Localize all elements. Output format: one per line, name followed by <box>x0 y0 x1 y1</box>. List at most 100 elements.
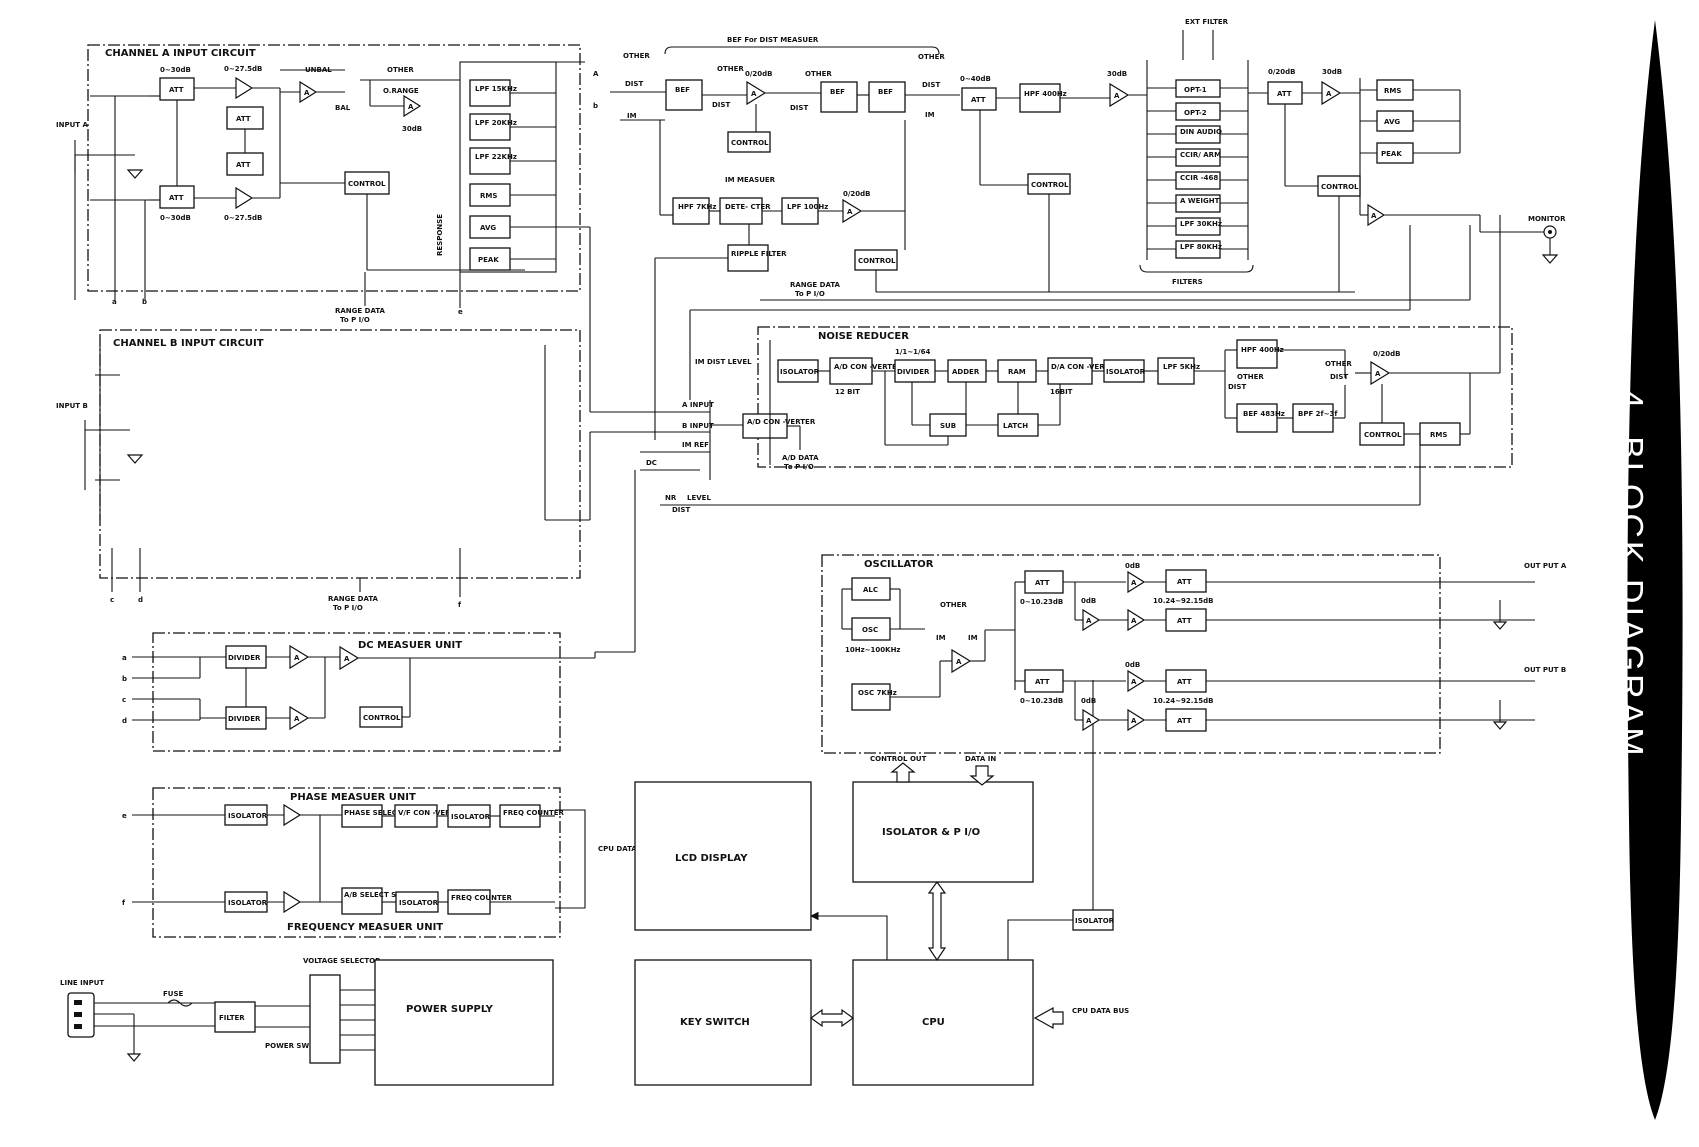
svg-text:0dB: 0dB <box>1125 562 1140 570</box>
svg-text:OUT PUT B: OUT PUT B <box>1524 666 1566 674</box>
svg-text:LPF 100Hz: LPF 100Hz <box>787 203 828 211</box>
svg-text:DIST: DIST <box>1228 383 1246 391</box>
svg-text:HPF 400Hz: HPF 400Hz <box>1024 90 1067 98</box>
amp-triangle <box>746 80 767 106</box>
svg-text:FREQ COUNTER: FREQ COUNTER <box>503 809 565 817</box>
svg-text:BEF: BEF <box>830 88 845 96</box>
svg-text:IM: IM <box>627 112 637 120</box>
svg-text:ATT: ATT <box>1177 678 1192 686</box>
svg-text:O.RANGE: O.RANGE <box>383 87 419 95</box>
att-block <box>1165 569 1207 593</box>
svg-text:DIST: DIST <box>922 81 940 89</box>
ad-converter-block <box>829 357 873 385</box>
svg-text:KEY SWITCH: KEY SWITCH <box>680 1017 750 1028</box>
svg-text:OSC: OSC <box>862 626 878 634</box>
im-measuer-title: IM MEASUER <box>725 176 776 184</box>
svg-text:BEF 483Hz: BEF 483Hz <box>1243 410 1285 418</box>
bef-dist-bracket <box>664 46 940 55</box>
svg-text:ISOLATOR: ISOLATOR <box>228 812 268 820</box>
svg-text:30dB: 30dB <box>402 125 422 133</box>
svg-text:OTHER: OTHER <box>805 70 832 78</box>
amp-triangle <box>1127 570 1146 594</box>
svg-text:0/20dB: 0/20dB <box>843 190 871 198</box>
svg-text:RIPPLE FILTER: RIPPLE FILTER <box>731 250 787 258</box>
svg-text:ATT: ATT <box>1035 579 1050 587</box>
svg-text:ATT: ATT <box>971 96 986 104</box>
svg-text:1/1~1/64: 1/1~1/64 <box>895 348 930 356</box>
svg-text:DIST: DIST <box>790 104 808 112</box>
svg-text:0~27.5dB: 0~27.5dB <box>224 214 262 222</box>
channel-b-title: CHANNEL B INPUT CIRCUIT <box>113 338 264 349</box>
svg-text:LEVEL: LEVEL <box>687 494 711 502</box>
svg-text:ATT: ATT <box>1177 617 1192 625</box>
svg-text:DIN AUDIO: DIN AUDIO <box>1180 128 1222 136</box>
svg-text:e: e <box>458 308 463 316</box>
svg-text:AVG: AVG <box>1384 118 1400 126</box>
svg-text:V/F CON -VERTER: V/F CON -VERTER <box>398 809 466 817</box>
svg-text:LATCH: LATCH <box>1003 422 1028 430</box>
channel-a-frame <box>87 44 581 292</box>
bef-483-block <box>1236 403 1278 433</box>
svg-text:IM: IM <box>936 634 946 642</box>
svg-text:LPF 22KHz: LPF 22KHz <box>475 153 517 161</box>
svg-text:IM DIST LEVEL: IM DIST LEVEL <box>695 358 752 366</box>
svg-text:POWER SUPPLY: POWER SUPPLY <box>406 1004 494 1015</box>
lpf-15k-block <box>469 79 511 107</box>
svg-text:ATT: ATT <box>236 115 251 123</box>
pio-block <box>852 781 1034 883</box>
svg-text:A: A <box>1131 678 1137 686</box>
cpu-bus-bracket <box>555 809 586 909</box>
input-a-label: INPUT A <box>56 121 88 129</box>
svg-text:0dB: 0dB <box>1081 697 1096 705</box>
svg-text:ISOLATOR: ISOLATOR <box>451 813 491 821</box>
svg-text:A: A <box>1131 717 1137 725</box>
svg-text:VOLTAGE SELECTOR: VOLTAGE SELECTOR <box>303 957 381 965</box>
svg-text:DIVIDER: DIVIDER <box>897 368 930 376</box>
svg-text:b: b <box>593 102 598 110</box>
svg-text:OTHER: OTHER <box>918 53 945 61</box>
ground-icon <box>1492 721 1508 730</box>
svg-text:A/B SELECT SWITCH: A/B SELECT SWITCH <box>344 891 422 899</box>
svg-text:0~40dB: 0~40dB <box>960 75 991 83</box>
side-tab-shape <box>1627 20 1683 1120</box>
svg-text:DIST: DIST <box>1330 373 1348 381</box>
svg-text:ISOLATOR: ISOLATOR <box>1075 917 1115 925</box>
att-block <box>961 87 997 111</box>
svg-text:SUB: SUB <box>940 422 956 430</box>
svg-text:ATT: ATT <box>1277 90 1292 98</box>
svg-text:0/20dB: 0/20dB <box>745 70 773 78</box>
svg-text:A: A <box>408 103 414 111</box>
svg-text:ATT: ATT <box>1177 578 1192 586</box>
svg-text:0~27.5dB: 0~27.5dB <box>224 65 262 73</box>
svg-text:CPU: CPU <box>922 1017 945 1028</box>
svg-text:A: A <box>1086 717 1092 725</box>
svg-text:DIVIDER: DIVIDER <box>228 654 261 662</box>
bef-block <box>665 79 703 111</box>
svg-text:0/20dB: 0/20dB <box>1373 350 1401 358</box>
svg-text:a: a <box>112 298 117 306</box>
svg-text:DETE- CTER: DETE- CTER <box>725 203 771 211</box>
svg-text:ALC: ALC <box>863 586 878 594</box>
dc-unit-title: DC MEASUER UNIT <box>358 640 462 651</box>
svg-text:A: A <box>956 658 962 666</box>
svg-text:e: e <box>122 812 127 820</box>
svg-text:LPF 15KHz: LPF 15KHz <box>475 85 517 93</box>
svg-text:CCIR -468: CCIR -468 <box>1180 174 1218 182</box>
page-section-title: 4. BLOCK DIAGRAM <box>1611 389 1650 759</box>
svg-text:To P I/O: To P I/O <box>784 463 814 471</box>
ground-icon <box>126 169 144 179</box>
svg-text:LPF 80KHz: LPF 80KHz <box>1180 243 1222 251</box>
cpu-block <box>852 959 1034 1086</box>
bus-arrow-icon <box>809 1008 855 1028</box>
channel-b-frame <box>99 329 581 579</box>
phase-unit-title: PHASE MEASUER UNIT <box>290 792 416 803</box>
oscillator-title: OSCILLATOR <box>864 559 934 570</box>
svg-text:f: f <box>122 899 126 907</box>
svg-text:CONTROL: CONTROL <box>348 180 386 188</box>
svg-text:10Hz~100KHz: 10Hz~100KHz <box>845 646 901 654</box>
comparator-icon <box>283 803 302 827</box>
svg-text:d: d <box>138 596 143 604</box>
svg-text:PEAK: PEAK <box>1381 150 1402 158</box>
svg-text:A: A <box>751 90 757 98</box>
svg-text:c: c <box>110 596 114 604</box>
